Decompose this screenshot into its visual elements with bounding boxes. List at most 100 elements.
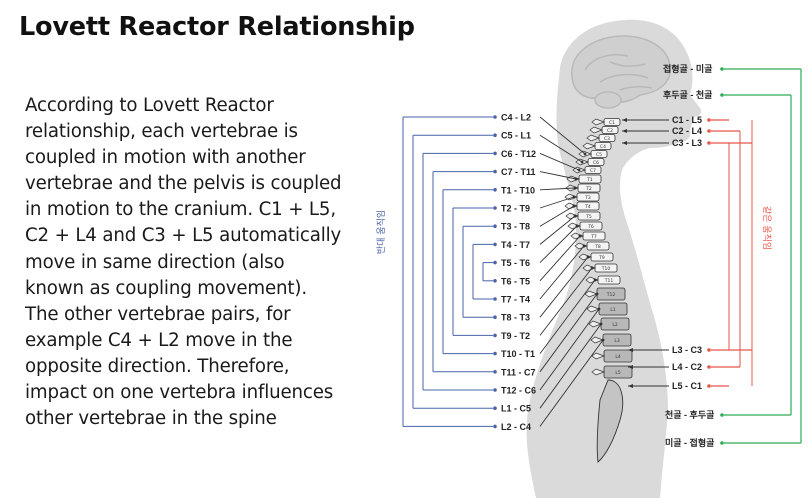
- pair-label: C3 - L3: [672, 138, 702, 148]
- vertebra: T10: [582, 263, 618, 273]
- vertebra-label: T8: [594, 244, 601, 250]
- vertebra-label: C3: [604, 136, 610, 142]
- vertebra: C2: [589, 126, 619, 134]
- vertebra-label: T3: [584, 195, 591, 201]
- pair-label: L3 - C3: [672, 345, 702, 355]
- opposite-pair: T8 - T3: [463, 255, 590, 323]
- pair-label: C5 - L1: [501, 131, 531, 141]
- opposite-pair: T11 - C7: [433, 292, 599, 377]
- pair-label: T1 - T10: [501, 185, 535, 195]
- slide-title: Lovett Reactor Relationship: [19, 12, 415, 42]
- vertebra: T9: [578, 252, 614, 262]
- pair-label: 후두골 - 천골: [663, 89, 712, 100]
- vertebra-label: C5: [596, 152, 602, 158]
- vertebra: C1: [591, 118, 621, 126]
- opposite-pair: T7 - T4: [473, 244, 586, 305]
- brain-icon: [571, 35, 671, 109]
- vertebra: T6: [567, 221, 603, 231]
- pointer-arrow: [539, 187, 576, 191]
- opposite-pair: C4 - L2: [403, 113, 587, 156]
- pair-label: 접형골 - 미골: [663, 63, 712, 74]
- vertebra: C3: [586, 134, 616, 142]
- vertebra: C6: [575, 158, 605, 166]
- body-silhouette: [526, 19, 702, 498]
- pointer-arrow: [539, 245, 585, 300]
- cranial-pair-top: 후두골 - 천골: [663, 89, 791, 100]
- vertebra: T11: [585, 275, 621, 285]
- pair-label: C4 - L2: [501, 113, 531, 123]
- pointer-arrow: [539, 116, 586, 155]
- vertebra-label: T7: [590, 234, 597, 240]
- opposite-pair: T5 - T6: [483, 224, 579, 268]
- pair-label: C1 - L5: [672, 115, 702, 125]
- pointer-arrow: [539, 215, 576, 245]
- vertebra: T5: [565, 211, 601, 221]
- vertebra-label: T4: [584, 204, 591, 210]
- vertebra-label: T5: [585, 214, 592, 220]
- vertebra: C4: [582, 142, 612, 150]
- same-group-label: 같은 움직임: [761, 206, 773, 250]
- cranial-pair-top: 접형골 - 미골: [663, 63, 801, 74]
- pointer-arrow: [539, 279, 596, 354]
- opposite-pair: T12 - C6: [423, 307, 601, 396]
- pair-label: T6 - T5: [501, 276, 530, 286]
- pair-label: T8 - T3: [501, 313, 530, 323]
- vertebra-label: T10: [601, 266, 611, 272]
- vertebra: T7: [570, 231, 606, 241]
- vertebra: L4: [591, 349, 633, 363]
- same-pair-top: C1 - L5: [622, 115, 729, 125]
- pair-label: C2 - L4: [672, 126, 702, 136]
- pair-label: T10 - T1: [501, 349, 535, 359]
- opposite-pair: L1 - C5: [413, 322, 603, 414]
- pair-label: T7 - T4: [501, 295, 530, 305]
- vertebra-label: T6: [587, 224, 594, 230]
- vertebra-label: C4: [600, 144, 606, 150]
- vertebra: C7: [572, 166, 602, 174]
- pointer-arrow: [539, 171, 577, 180]
- vertebra-label: C2: [607, 128, 613, 134]
- vertebra-label: L5: [615, 370, 621, 376]
- vertebra-label: C1: [609, 120, 615, 126]
- body-paragraph: According to Lovett Reactor relationship…: [25, 95, 342, 430]
- vertebra-label: L3: [614, 338, 620, 344]
- pointer-arrow: [539, 235, 581, 282]
- pair-label: C6 - T12: [501, 149, 536, 159]
- vertebra-label: T11: [604, 278, 614, 284]
- pointer-arrow: [539, 205, 575, 227]
- pair-label: 미골 - 접형골: [665, 437, 714, 448]
- opposite-pair: T9 - T2: [453, 266, 594, 341]
- pointer-arrow: [539, 323, 602, 409]
- pair-label: T3 - T8: [501, 222, 530, 232]
- pointer-arrow: [539, 196, 575, 209]
- spine: C1C2C3C4C5C6C7T1T2T3T4T5T6T7T8T9T10T11T1…: [564, 118, 633, 463]
- vertebra: T8: [574, 241, 610, 251]
- opposite-pair: L2 - C4: [403, 338, 605, 432]
- pair-label: L2 - C4: [501, 422, 531, 432]
- same-pair-top: C3 - L3: [622, 138, 752, 148]
- opposite-pair: T1 - T10: [443, 185, 577, 195]
- opposite-pair: C5 - L1: [413, 131, 584, 164]
- opposite-pair: T3 - T8: [463, 204, 576, 232]
- pointer-arrow: [539, 293, 598, 373]
- same-pair-bottom: L5 - C1: [628, 381, 729, 391]
- pair-label: T5 - T6: [501, 258, 530, 268]
- vertebra-label: T1: [586, 177, 593, 183]
- vertebra: T4: [564, 201, 600, 211]
- vertebra: T1: [566, 174, 602, 184]
- pointer-arrow: [539, 308, 600, 391]
- vertebra-label: T2: [585, 186, 592, 192]
- pair-label: T2 - T9: [501, 204, 530, 214]
- vertebra-label: C6: [593, 160, 599, 166]
- vertebra-label: T12: [606, 292, 616, 298]
- vertebra: C5: [578, 150, 608, 158]
- cranial-pair-bottom: 천골 - 후두골: [665, 409, 791, 420]
- pointer-arrow: [539, 152, 580, 171]
- opposite-pair: C7 - T11: [433, 167, 578, 181]
- vertebra-label: L2: [612, 322, 618, 328]
- same-pair-bottom: L4 - C2: [628, 362, 740, 372]
- pointer-arrow: [539, 339, 604, 427]
- pair-label: L4 - C2: [672, 362, 702, 372]
